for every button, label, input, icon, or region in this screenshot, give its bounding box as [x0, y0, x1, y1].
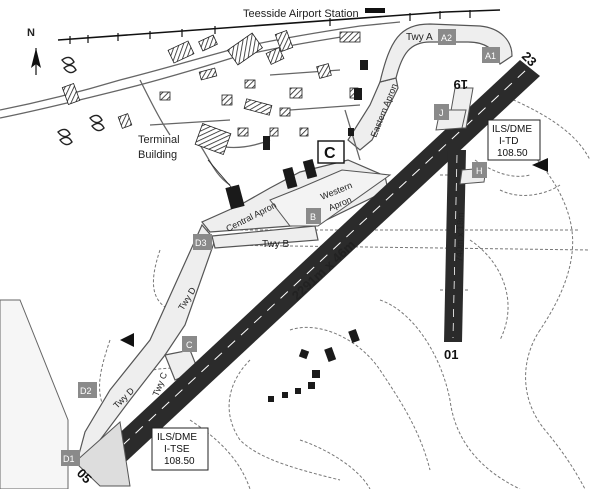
terminal-label-line2: Building — [138, 149, 177, 161]
runway-05-blast-pad — [74, 421, 131, 487]
svg-text:C: C — [186, 340, 193, 350]
svg-text:108.50: 108.50 — [497, 148, 528, 159]
western-apron-area — [269, 169, 392, 227]
ils-sw-marker — [120, 333, 134, 347]
dark-buildings — [225, 60, 368, 402]
svg-text:B: B — [310, 212, 316, 222]
terminal-leader-line — [207, 159, 233, 189]
ils-ne-marker — [532, 158, 548, 172]
twy-a-label: Twy A — [406, 32, 433, 43]
runway-end-19: 19 — [454, 77, 468, 92]
tag-b: B — [306, 208, 321, 224]
svg-text:D3: D3 — [195, 238, 207, 248]
c-marker-label: C — [324, 145, 336, 162]
svg-text:J: J — [439, 108, 444, 118]
north-arrow-icon — [31, 48, 41, 75]
field-left — [0, 299, 69, 489]
tag-a1: A1 — [482, 47, 500, 63]
tag-d2: D2 — [78, 382, 97, 398]
station-platform — [365, 8, 385, 13]
tag-j: J — [434, 104, 449, 120]
terminal-label-line1: Terminal — [138, 134, 180, 146]
twy-b-label: Twy B — [262, 239, 290, 250]
svg-text:I-TSE: I-TSE — [164, 444, 190, 455]
svg-text:108.50: 108.50 — [164, 456, 195, 467]
ils-ne-box: ILS/DME I-TD 108.50 — [487, 119, 541, 161]
svg-text:A2: A2 — [441, 33, 452, 43]
tag-c: C — [182, 336, 197, 352]
runway-end-01: 01 — [444, 347, 458, 362]
taxiway-tags: A1 A2 J H B C D3 D2 — [61, 29, 500, 466]
svg-text:A1: A1 — [485, 51, 496, 61]
tag-d3: D3 — [193, 234, 212, 250]
c-marker-box — [317, 140, 345, 164]
svg-text:I-TD: I-TD — [499, 136, 518, 147]
svg-text:ILS/DME: ILS/DME — [492, 124, 532, 135]
terminal-roads — [0, 21, 401, 186]
tree-cluster-icons — [57, 56, 105, 146]
tag-h: H — [472, 162, 487, 178]
svg-text:ILS/DME: ILS/DME — [157, 432, 197, 443]
tag-a2: A2 — [438, 29, 456, 45]
railway-line — [57, 8, 501, 44]
svg-text:D1: D1 — [63, 454, 75, 464]
north-label: N — [27, 27, 35, 39]
station-label: Teesside Airport Station — [243, 8, 359, 20]
hatched-buildings — [61, 29, 361, 155]
svg-text:H: H — [476, 166, 483, 176]
ils-sw-box: ILS/DME I-TSE 108.50 — [151, 427, 209, 471]
ils-markers — [120, 158, 548, 347]
terminal-building — [225, 184, 245, 210]
secondary-runway-dimensions: 740m x 18m — [454, 212, 466, 262]
main-runway — [74, 60, 540, 487]
tag-d1: D1 — [61, 450, 80, 466]
svg-text:D2: D2 — [80, 386, 92, 396]
